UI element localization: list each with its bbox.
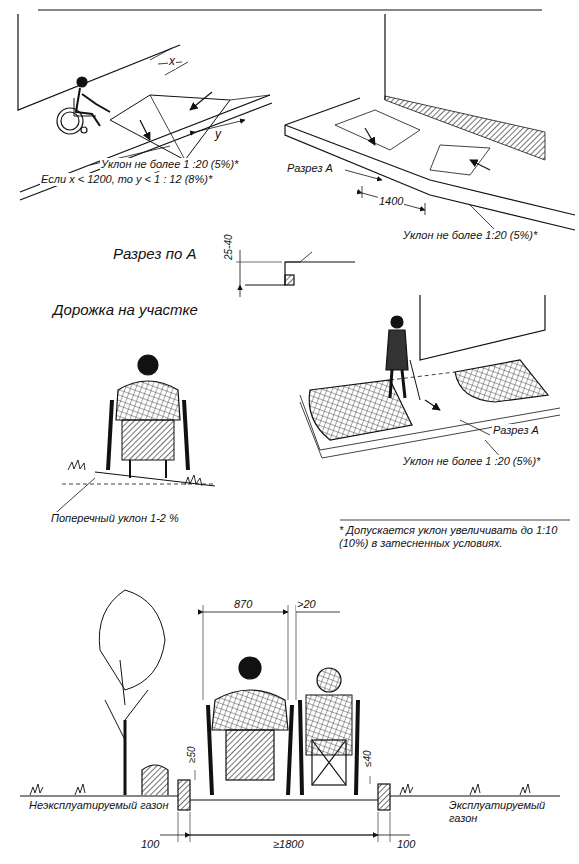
section-label: Разрез А [286,162,334,175]
dimension-text: ≥1800 [272,838,305,851]
section-label: Разрез А [492,424,540,437]
section-title: Разрез по А [112,245,197,262]
dimension-text: >20 [296,598,317,611]
dimension-letter: x [168,55,176,69]
dimension-text: ≤40 [362,749,374,768]
lawn-label: Эксплуатируемый газон [448,799,550,824]
slope-note: Уклон не более 1 :20 (5%)* [100,158,239,171]
dimension-text: 1400 [378,195,404,208]
dimension-text: 100 [140,838,160,851]
lawn-label: Неэксплуатируемый газон [28,799,169,812]
dimension-text: 870 [233,598,253,611]
slope-note: Уклон не более 1:20 (5%)* [402,229,538,242]
slope-note: Уклон не более 1 :20 (5%)* [402,455,541,468]
slope-note: Поперечный уклон 1-2 % [50,512,180,525]
slope-condition: Если x < 1200, то y < 1 : 12 (8%)* [40,173,213,186]
dimension-text: 100 [396,838,416,851]
dimension-text: 25-40 [223,233,235,261]
dimension-letter: y [214,128,222,142]
footnote: * Допускается уклон увеличивать до 1:10 … [338,524,565,549]
dimension-text: ≥50 [186,745,198,764]
section-title: Дорожка на участке [52,301,199,318]
